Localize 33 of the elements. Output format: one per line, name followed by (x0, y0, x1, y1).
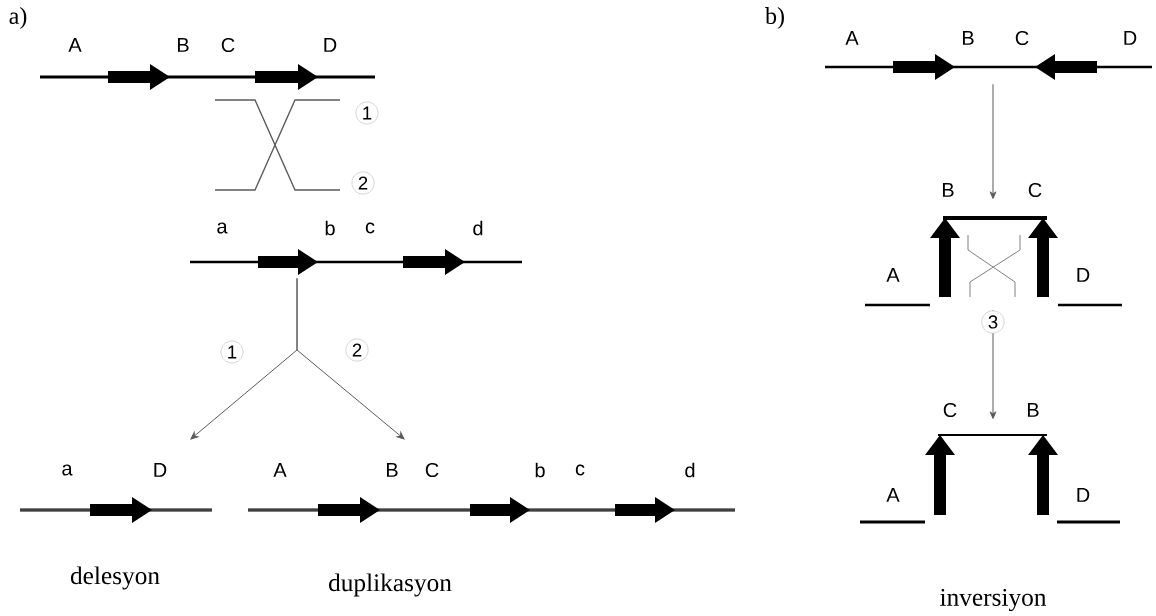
node-label: duplikasyon (329, 573, 452, 597)
dna-strand-drawing (247, 497, 736, 523)
step-number: 2 (351, 171, 375, 195)
gene-letter: A (886, 488, 900, 502)
panel-label: b) (765, 7, 784, 29)
dna-strand-drawing (860, 434, 1120, 524)
gene-letter: C (1028, 182, 1042, 198)
gene-letter: a (62, 464, 73, 476)
gene-letter: D (1077, 488, 1090, 502)
gene-letter: B (942, 183, 954, 197)
gene-letter: A (886, 268, 900, 282)
arrow (296, 277, 405, 440)
dna-strand-drawing (190, 249, 522, 275)
step-number: 1 (220, 340, 244, 364)
step-number: 1 (355, 101, 379, 125)
node-label: inversiyon (940, 588, 1047, 612)
step-number: 3 (981, 310, 1005, 334)
gene-letter: b (535, 462, 545, 478)
arrow (989, 83, 997, 199)
gene-letter: D (154, 463, 167, 477)
gene-letter: B (386, 463, 398, 477)
panel-label: a) (9, 7, 27, 29)
dna-strand-drawing (19, 497, 213, 523)
gene-letter: d (685, 462, 695, 478)
node-label: delesyon (70, 566, 160, 590)
gene-letter: A (273, 463, 287, 477)
gene-letter: C (425, 462, 439, 478)
gene-letter: D (1077, 268, 1090, 282)
dna-strand-drawing (40, 64, 375, 90)
gene-letter: c (575, 464, 585, 476)
dna-strand-drawing (865, 216, 1122, 307)
dna-strand-drawing (825, 54, 1152, 80)
step-number: 2 (345, 338, 369, 362)
